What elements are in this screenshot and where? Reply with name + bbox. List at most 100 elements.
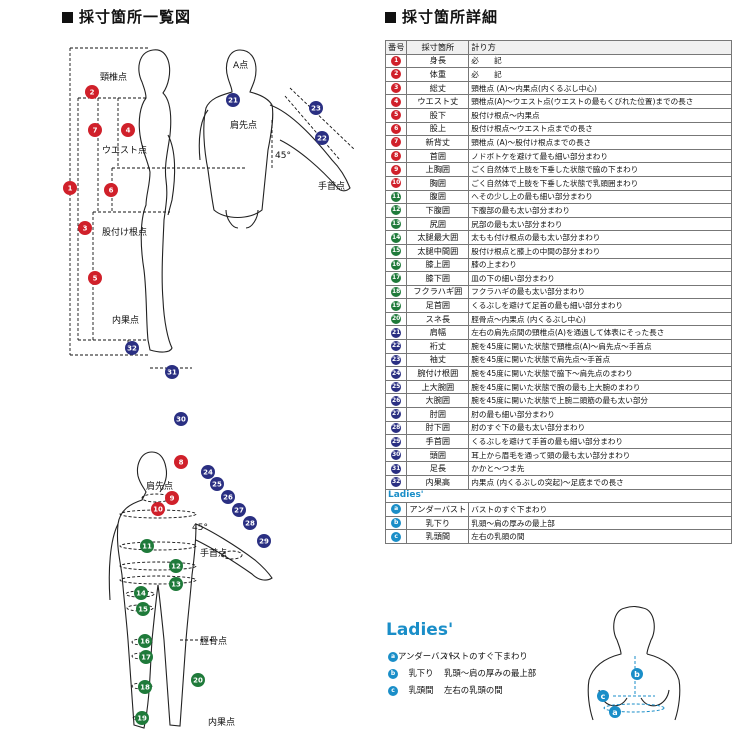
diagram-badge-circle: [139, 650, 153, 664]
details-title-text: 採寸箇所詳細: [402, 8, 499, 26]
ladies-number-badge: a: [391, 504, 402, 515]
row-number: 7: [384, 135, 408, 150]
diagram-badge-number: 18: [140, 684, 150, 692]
diagram-badge-number: 19: [137, 715, 147, 723]
diagram-badge-number: 30: [176, 416, 186, 424]
row-method: 頸椎点 (A)～内果点(内くるぶし中心): [468, 80, 732, 96]
ladies-title: Ladies': [386, 620, 454, 640]
ladies-legend-desc: 乳頭～肩の厚みの最上部: [444, 668, 537, 678]
diagram-badge-circle: [135, 711, 149, 725]
row-method: 腕を45度に開いた状態で脇下～肩先点のまわり: [468, 366, 732, 381]
row-number: 8: [384, 148, 408, 164]
number-badge: 4: [391, 96, 402, 107]
diagram-badge-number: 17: [141, 654, 151, 662]
row-method: 股付け根点～ウエスト点までの長さ: [468, 121, 732, 137]
diagram-badge-number: 6: [109, 187, 114, 195]
row-method: 腕を45度に開いた状態で上腕二頭筋の最も太い部分: [468, 393, 732, 409]
diagram-badge-number: 15: [138, 606, 148, 614]
row-place: 膝上囲: [406, 257, 470, 273]
row-place: 総丈: [406, 80, 470, 96]
ladies-number-badge: c: [391, 531, 402, 542]
label-deg-1: 45°: [275, 151, 291, 161]
label-crotch: 股付け根点: [102, 226, 147, 238]
row-method: 脛骨点～内果点 (内くるぶし中心): [468, 311, 732, 327]
row-number: 18: [384, 284, 408, 300]
number-badge: 10: [391, 178, 402, 189]
row-number: 24: [384, 366, 408, 381]
diagram-badge-circle: [140, 539, 154, 553]
row-number: 30: [384, 447, 408, 463]
row-place: 太腿中間囲: [406, 243, 470, 259]
diagram-badge-circle: [85, 85, 99, 99]
row-place: 尻囲: [406, 216, 470, 232]
row-number: 23: [384, 352, 408, 368]
row-method: 膝の上まわり: [468, 257, 732, 273]
diagram-badge-number: 27: [234, 507, 244, 515]
diagram-badge-circle: [201, 465, 215, 479]
square-bullet-icon: [385, 12, 396, 23]
diagram-badge-circle: [104, 183, 118, 197]
diagram-badge-circle: [232, 503, 246, 517]
diagram-badge-number: 14: [136, 590, 146, 598]
row-place: 下腹囲: [406, 203, 470, 218]
diagram-badge-circle: [169, 559, 183, 573]
diagram-badge-number: 1: [68, 185, 73, 193]
diagram-badge-number: 26: [223, 494, 233, 502]
row-place: 頭囲: [406, 447, 470, 463]
diagram-badge-circle: [257, 534, 271, 548]
row-method: 皿の下の細い部分まわり: [468, 271, 732, 286]
row-method: 必 記: [468, 53, 732, 69]
diagram-badge-circle: [174, 455, 188, 469]
row-place: 体重: [406, 67, 470, 82]
row-number: 10: [384, 175, 408, 191]
diagram-badge-circle: [221, 490, 235, 504]
row-method: 尻部の最も太い部分まわり: [468, 216, 732, 232]
diagram-badge-circle: [165, 491, 179, 505]
row-place: 首囲: [406, 148, 470, 164]
label-deg-2: 45°: [192, 523, 208, 533]
ladies-row-number: b: [384, 515, 408, 531]
diagram-badge-number: 24: [203, 469, 213, 477]
row-number: 20: [384, 311, 408, 327]
header-place: 採寸箇所: [406, 40, 470, 55]
label-waist: ウエスト点: [102, 145, 147, 156]
diagram-badge-number: 23: [311, 105, 321, 113]
label-malleolus-1: 内果点: [112, 314, 139, 326]
number-badge: 16: [391, 259, 402, 270]
number-badge: 28: [391, 422, 402, 433]
row-place: ウエスト丈: [406, 94, 470, 109]
ladies-number-badge: b: [391, 518, 402, 529]
ladies-header: Ladies': [385, 488, 732, 504]
label-wrist-2: 手首点: [200, 547, 227, 559]
row-method: 股付け根点～内果点: [468, 107, 732, 123]
row-place: 肘下囲: [406, 420, 470, 436]
row-method: ごく自然体で上肢を下垂した状態で乳頭囲まわり: [468, 175, 732, 191]
diagram-badge-circle: [88, 271, 102, 285]
ladies-badge-a: a: [612, 708, 617, 717]
row-number: 11: [384, 189, 408, 205]
ladies-figure: b c a: [587, 605, 681, 721]
side-figure: [138, 49, 173, 353]
row-number: 19: [384, 298, 408, 313]
row-number: 14: [384, 230, 408, 245]
ladies-legend-desc: 左右の乳頭の間: [444, 685, 503, 695]
number-badge: 24: [391, 368, 402, 379]
row-method: 肘の最も細い部分まわり: [468, 407, 732, 422]
ladies-row-place: 乳下り: [406, 515, 470, 531]
number-badge: 5: [391, 110, 402, 121]
